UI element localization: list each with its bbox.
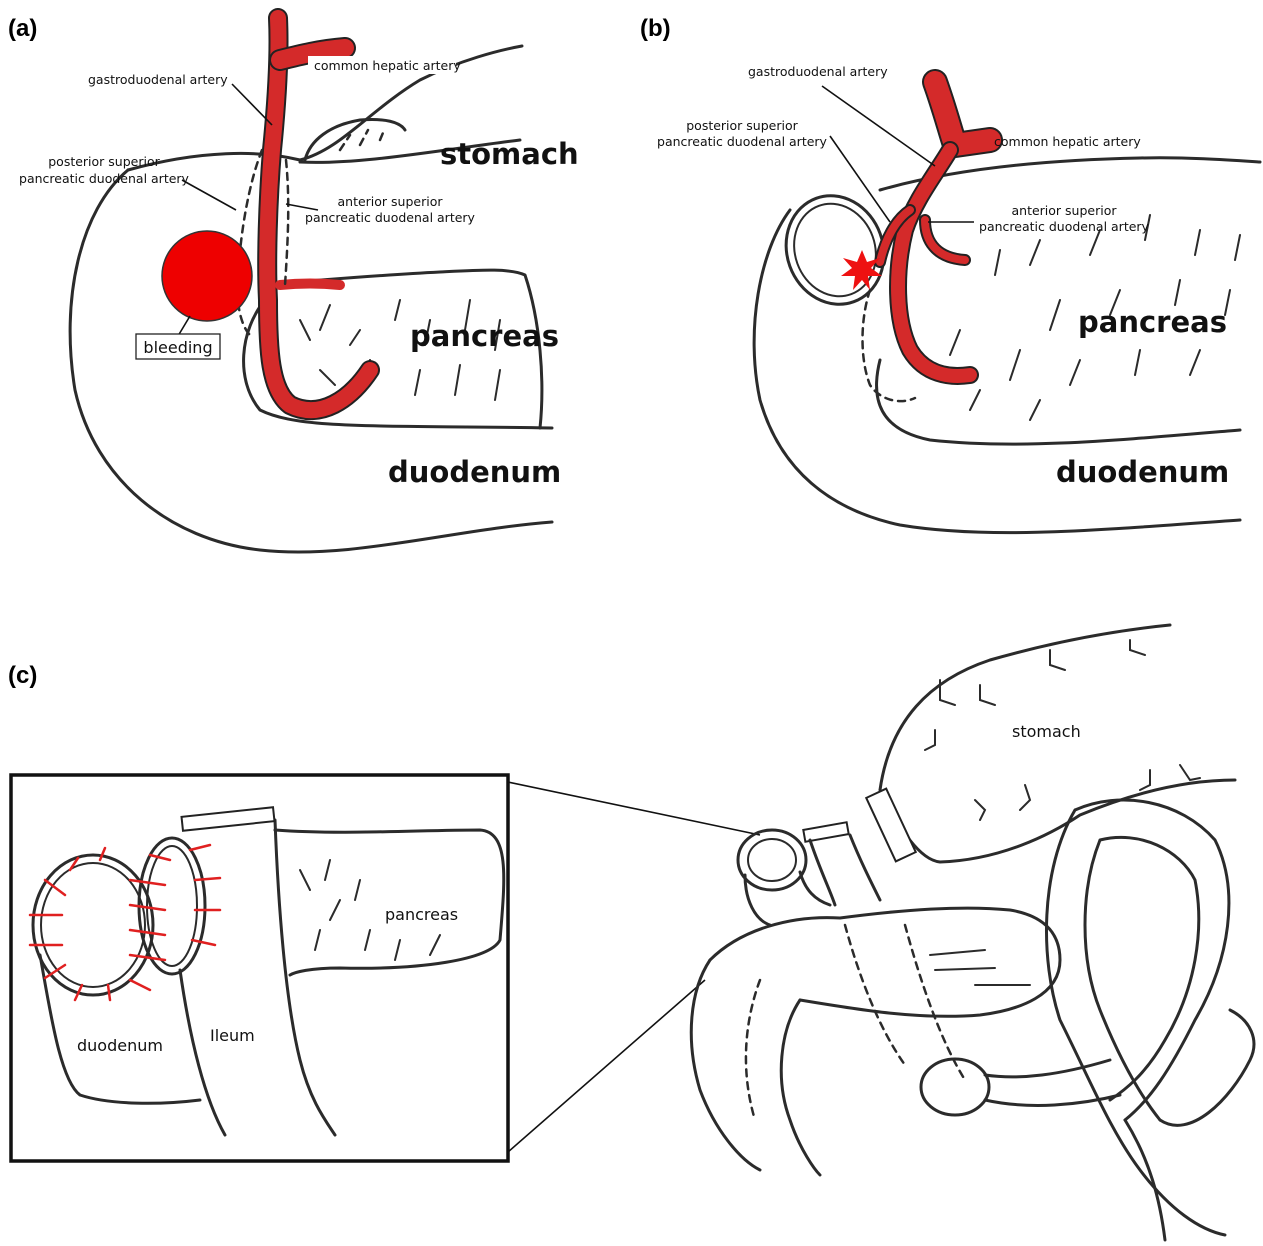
panel-c-label: (c) — [8, 662, 37, 689]
gda-leader-b — [822, 86, 935, 166]
psp-label-a-1: posterior superior — [48, 154, 160, 169]
overview-jejunal-loop-inner — [1085, 837, 1199, 1120]
overview-stomach-staple — [866, 789, 916, 862]
asp-label-b-1: anterior superior — [1011, 203, 1117, 218]
psp-leader-b — [830, 136, 890, 222]
zoom-line-bottom — [508, 980, 705, 1152]
overview-ileal-limb — [985, 1060, 1120, 1105]
asp-label-a-1: anterior superior — [337, 194, 443, 209]
panel-c: (c) — [8, 625, 1254, 1240]
stomach-label-a: stomach — [440, 137, 579, 171]
gastroduodenal-label-b: gastroduodenal artery — [748, 64, 888, 79]
stomach-fold-lines — [340, 128, 385, 150]
anterior-sup-dashed — [285, 160, 288, 285]
psp-leader-a — [182, 180, 236, 210]
duodenum-label-b: duodenum — [1056, 455, 1229, 489]
panel-a: (a) bleeding common hepatic artery g — [8, 15, 579, 552]
overview-ileum-stem — [810, 835, 880, 905]
psp-label-a-2: pancreatic duodenal artery — [19, 171, 190, 186]
duodenum-label-a: duodenum — [388, 455, 561, 489]
overview-bowel-texture — [930, 950, 1030, 985]
overview-lower-loop — [1125, 1010, 1254, 1240]
pancreas-label-b: pancreas — [1078, 305, 1227, 339]
duodenum-outline — [70, 170, 552, 552]
inset-pancreas-label: pancreas — [385, 905, 458, 924]
overview-stomach — [880, 625, 1235, 862]
overview-anastomosis — [921, 1059, 989, 1115]
common-hepatic-label-b: common hepatic artery — [994, 134, 1141, 149]
panel-b: (b) gastroduodenal artery common hepatic… — [640, 15, 1260, 533]
bleeding-leader — [178, 316, 190, 336]
zoom-line-top — [508, 782, 760, 835]
common-hepatic-artery-b — [935, 82, 990, 145]
pancreas-label-a: pancreas — [410, 319, 559, 353]
psp-label-b-2: pancreatic duodenal artery — [657, 134, 828, 149]
bleeding-label: bleeding — [143, 338, 212, 357]
inset-ileum-label: Ileum — [210, 1026, 255, 1045]
inset-duodenum-label: duodenum — [77, 1036, 163, 1055]
asp-label-b-2: pancreatic duodenal artery — [979, 219, 1150, 234]
psp-label-b-1: posterior superior — [686, 118, 798, 133]
asp-label-a-2: pancreatic duodenal artery — [305, 210, 476, 225]
inset-box — [11, 775, 508, 1161]
overview-duodenum-stump-inner — [748, 839, 796, 881]
gastroduodenal-label-a: gastroduodenal artery — [88, 72, 228, 87]
panel-a-label: (a) — [8, 15, 37, 42]
panel-b-label: (b) — [640, 15, 671, 42]
overview-stomach-label: stomach — [1012, 722, 1081, 741]
common-hepatic-label-a: common hepatic artery — [314, 58, 461, 73]
overview-transverse-bowel — [710, 908, 1060, 1016]
overview-jejunal-loop-outer — [1046, 800, 1228, 1235]
anterior-branch — [280, 284, 340, 286]
bleeding-marker — [162, 231, 252, 321]
